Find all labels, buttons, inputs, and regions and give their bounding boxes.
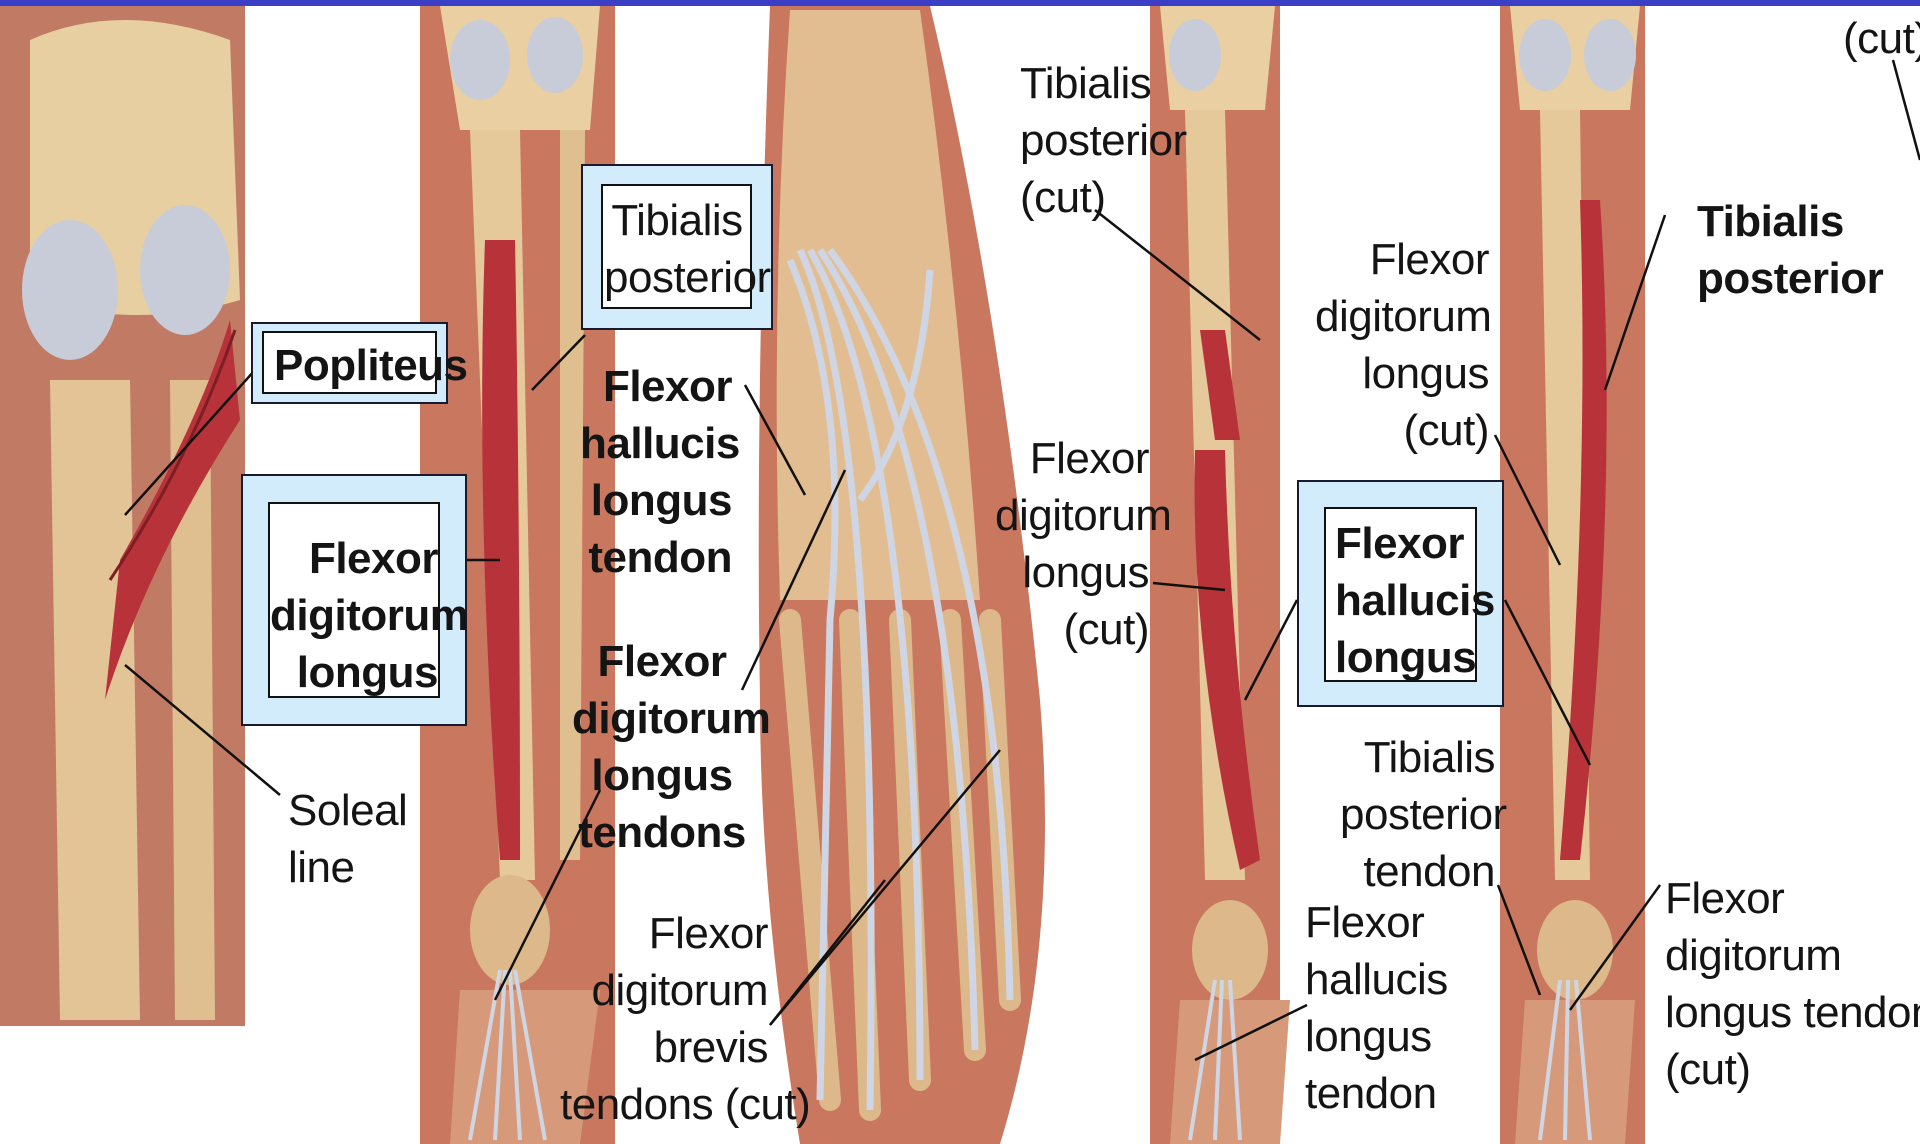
tibialis-posterior-bold-label: Tibialis posterior [1697,193,1883,307]
popliteus-label: Popliteus [274,337,468,394]
tibialis-posterior-cut-label: Tibialis posterior (cut) [1020,55,1187,226]
fhl-tendon-label: Flexor hallucis longus tendon [580,358,732,586]
fhl-boxed-label: Flexor hallucis longus [1335,515,1495,686]
fdl-cut-right-label: Flexor digitorum longus (cut) [1315,231,1489,459]
tibialis-posterior-boxed-label: Tibialis posterior [604,192,750,306]
fdl-tendons-cut-label: Flexor digitorum longus tendons (cut) [1665,870,1920,1098]
fdb-tendons-label: Flexor digitorum brevis tendons (cut) [560,905,768,1133]
cut-top-right-label: (cut) [1843,10,1920,67]
fhl-tendon-right-label: Flexor hallucis longus tendon [1305,894,1448,1122]
fdl-left-label: Flexor digitorum longus [270,530,438,701]
tibialis-posterior-tendon-label: Tibialis posterior tendon [1340,729,1495,900]
fdl-tendons-label: Flexor digitorum longus tendons [572,633,752,861]
fdl-cut-middle-label: Flexor digitorum longus (cut) [995,430,1149,658]
soleal-line-label: Soleal line [288,782,407,896]
